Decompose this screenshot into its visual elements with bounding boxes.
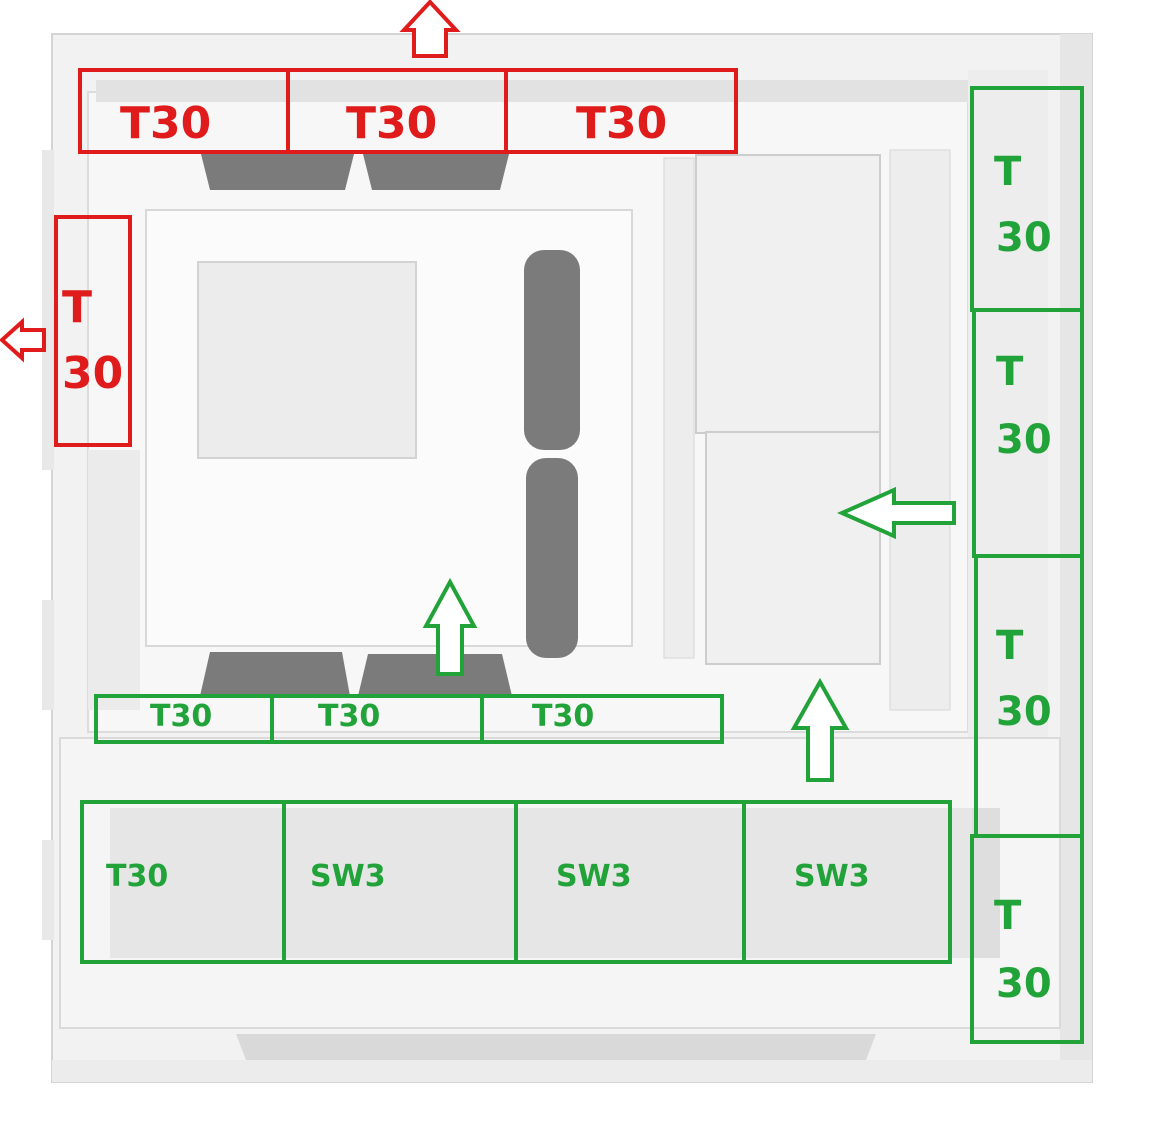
front-fan-4-label-line1: T (994, 893, 1022, 939)
bottom-fan-label-1: T30 (150, 699, 213, 734)
front-fan-1-label-line1: T (994, 149, 1022, 195)
bottom-fan-label-2: T30 (318, 699, 381, 734)
arrow-left-icon (837, 486, 956, 540)
bottom-fan-label-3: T30 (532, 699, 595, 734)
front-fan-2-label-line1: T (996, 349, 1024, 395)
intake-annotations (80, 86, 1084, 1044)
shroud-fan-label-4: SW3 (794, 859, 870, 894)
top-fan-label-1: T30 (120, 98, 212, 149)
rear-fan-label-line1: T (62, 282, 93, 333)
front-fan-1-label-line2: 30 (996, 215, 1052, 261)
front-fan-3-label-line2: 30 (996, 689, 1052, 735)
front-fan-box-4 (970, 834, 1084, 1044)
front-fan-4-label-line2: 30 (996, 961, 1052, 1007)
arrow-up-icon (790, 677, 850, 782)
shroud-fan-label-2: SW3 (310, 859, 386, 894)
arrow-up-icon (399, 0, 461, 58)
rear-fan-box (54, 215, 132, 447)
top-fan-label-2: T30 (346, 98, 438, 149)
shroud-fan-label-3: SW3 (556, 859, 632, 894)
arrow-up-icon (422, 577, 478, 676)
shroud-fan-label-1: T30 (106, 859, 169, 894)
arrow-left-icon (0, 317, 46, 363)
shroud-fan-box-4 (742, 800, 952, 964)
cable-grommets (200, 150, 580, 696)
bottom-fan-box-3 (480, 694, 724, 744)
top-fan-label-3: T30 (576, 98, 668, 149)
front-fan-3-label-line1: T (996, 623, 1024, 669)
rear-fan-label-line2: 30 (62, 348, 124, 399)
top-fan-box-3 (504, 68, 738, 154)
front-fan-2-label-line2: 30 (996, 417, 1052, 463)
exhaust-annotations (54, 68, 738, 447)
